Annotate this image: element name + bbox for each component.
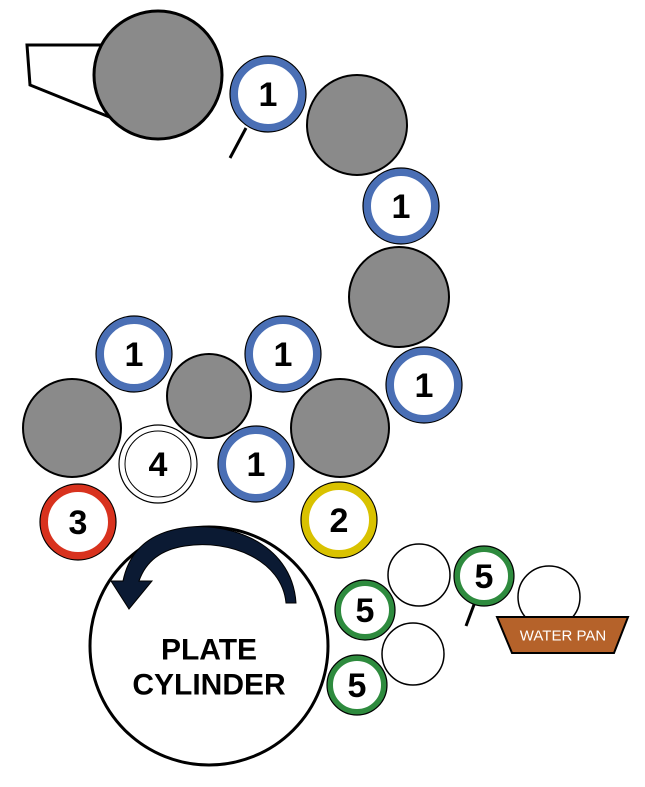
roller-5-label: 5 xyxy=(348,667,367,705)
water-pan-label: WATER PAN xyxy=(520,628,606,645)
plate-cylinder-label-line2: CYLINDER xyxy=(132,669,286,702)
roller-5-label: 5 xyxy=(356,592,375,630)
roller-2-label: 2 xyxy=(330,502,349,540)
ink-drum xyxy=(306,74,408,176)
roller-1-label: 1 xyxy=(274,336,293,374)
roller-1-label: 1 xyxy=(259,76,278,114)
roller-3-label: 3 xyxy=(69,504,88,542)
roller-4-label: 4 xyxy=(149,446,168,484)
roller-1: 1 xyxy=(385,346,463,424)
dampening-roller xyxy=(381,622,445,686)
roller-stem xyxy=(228,127,248,159)
roller-5-label: 5 xyxy=(475,558,494,596)
roller-stem xyxy=(464,601,477,627)
roller-1: 1 xyxy=(362,167,440,245)
ink-fountain-roller xyxy=(92,9,224,141)
roller-1-label: 1 xyxy=(125,336,144,374)
dampening-roller xyxy=(387,543,451,607)
plate-cylinder-label-line1: PLATE xyxy=(161,634,257,667)
ink-drum xyxy=(348,246,450,348)
roller-5: 5 xyxy=(334,579,396,641)
ink-drum xyxy=(22,378,122,478)
roller-4: 4 xyxy=(118,424,198,504)
rotation-arrow-icon xyxy=(110,526,297,610)
water-pan: WATER PAN xyxy=(495,616,630,654)
roller-1: 1 xyxy=(244,315,322,393)
roller-3: 3 xyxy=(39,483,117,561)
roller-1-label: 1 xyxy=(415,367,434,405)
roller-1-label: 1 xyxy=(247,446,266,484)
roller-5: 5 xyxy=(326,654,388,716)
roller-1: 1 xyxy=(217,425,295,503)
roller-1: 1 xyxy=(95,315,173,393)
ink-drum xyxy=(166,353,252,439)
roller-1-label: 1 xyxy=(392,188,411,226)
plate-cylinder: PLATE CYLINDER xyxy=(88,525,330,767)
roller-2: 2 xyxy=(300,481,378,559)
roller-5: 5 xyxy=(453,545,515,607)
ink-drum xyxy=(290,378,390,478)
roller-1: 1 xyxy=(229,55,307,133)
